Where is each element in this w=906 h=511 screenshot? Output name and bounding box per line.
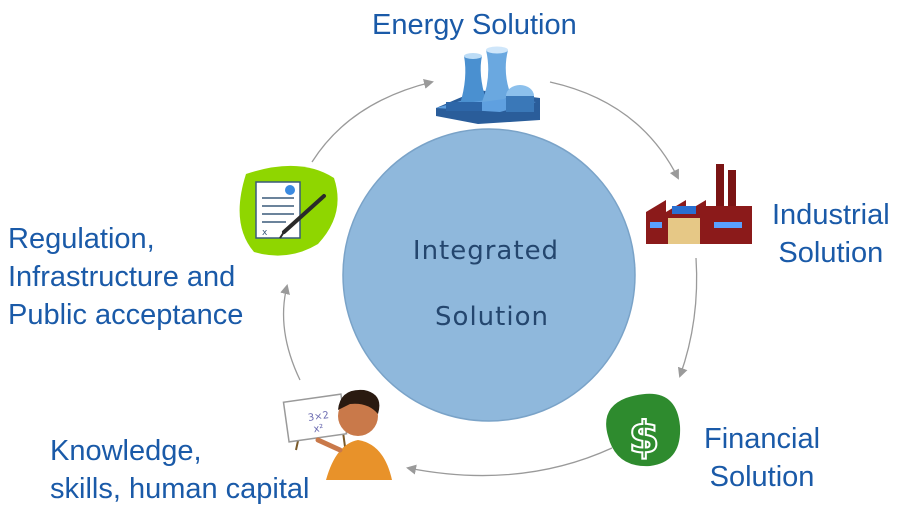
teacher-icon: 3×2 x² — [282, 389, 392, 480]
arrow-financial-to-knowledge — [406, 447, 613, 477]
power-plant-icon — [436, 46, 540, 124]
cycle-arrows — [280, 79, 698, 477]
center-circle — [342, 128, 636, 422]
regulation-label-line3: Public acceptance — [8, 299, 244, 331]
knowledge-label-line1: Knowledge, — [50, 435, 202, 467]
arrow-regulation-to-energy — [311, 79, 434, 163]
document-signing-icon: x — [239, 165, 338, 256]
regulation-label: Regulation, Infrastructure and Public ac… — [8, 220, 243, 334]
svg-text:3×2: 3×2 — [307, 410, 329, 424]
svg-text:$: $ — [629, 412, 660, 463]
industrial-solution-label: Industrial Solution — [772, 196, 890, 272]
knowledge-label-line2: skills, human capital — [50, 473, 310, 505]
regulation-label-line2: Infrastructure and — [8, 261, 236, 293]
dollar-sign-icon: $ — [606, 393, 681, 467]
knowledge-label: Knowledge, skills, human capital — [50, 432, 310, 508]
arrow-knowledge-to-regulation — [280, 284, 301, 381]
arrow-energy-to-industrial — [549, 81, 679, 180]
svg-text:x²: x² — [313, 423, 324, 435]
svg-text:x: x — [262, 228, 268, 238]
factory-icon — [646, 164, 752, 244]
regulation-label-line1: Regulation, — [8, 223, 155, 255]
industrial-label-line1: Industrial — [772, 199, 890, 231]
center-title-line2: Solution — [435, 302, 549, 332]
arrow-industrial-to-financial — [677, 257, 698, 378]
energy-solution-label: Energy Solution — [372, 9, 577, 41]
industrial-label-line2: Solution — [778, 237, 884, 269]
financial-solution-label: Financial Solution — [704, 420, 820, 496]
center-title-line1: Integrated — [413, 236, 559, 266]
financial-label-line2: Solution — [709, 461, 815, 493]
financial-label-line1: Financial — [704, 423, 821, 455]
